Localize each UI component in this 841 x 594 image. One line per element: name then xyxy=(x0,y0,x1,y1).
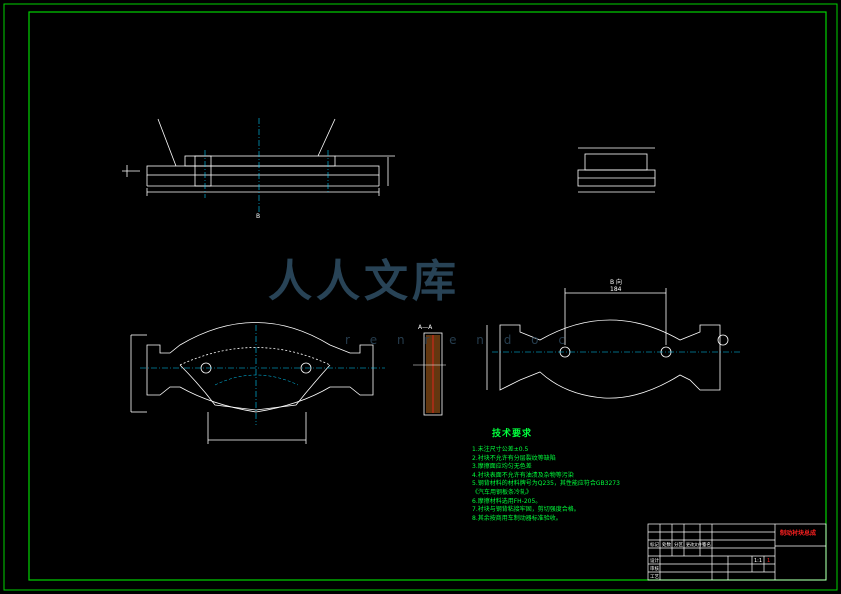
b-view-label: B 向 xyxy=(610,279,623,286)
notes-list: 1.未注尺寸公差±0.5 2.衬块不允许有分层裂纹等缺陷 3.摩擦面应均匀无色差… xyxy=(472,446,622,523)
tb-label-review: 审核 xyxy=(650,567,659,572)
watermark-text: 人人文库 xyxy=(268,256,460,307)
plan-arc-detail xyxy=(214,374,299,386)
tb-label-design: 设计 xyxy=(650,559,659,564)
scale-value: 1:1 xyxy=(754,558,763,564)
section-view xyxy=(413,332,446,416)
b-view-dim: 184 xyxy=(610,286,622,293)
note-item: 2.衬块不允许有分层裂纹等缺陷 xyxy=(472,454,556,462)
tb-label-sign: 签名 xyxy=(702,543,711,548)
tb-label-mark: 标记 xyxy=(650,543,659,548)
note-item: 6.摩擦材料选用FH-205。 xyxy=(472,497,542,505)
tb-label-count: 处数 xyxy=(662,543,671,548)
title-block-grid xyxy=(647,523,827,581)
sheet-number: 1 xyxy=(767,558,771,564)
tb-label-change: 更改文件号 xyxy=(686,542,706,547)
outer-frame xyxy=(3,3,838,591)
note-item: 5.钢背材料的材料牌号为Q235，其性能应符合GB3273《汽车用钢板条冷轧》 xyxy=(472,480,620,496)
top-view-ref: B xyxy=(256,213,261,220)
inner-frame xyxy=(28,11,827,581)
notes-title: 技术要求 xyxy=(492,429,533,439)
watermark-url: r e n r e n d o c xyxy=(345,333,573,347)
front-view xyxy=(122,118,395,196)
plan-view xyxy=(130,322,374,444)
note-item: 7.衬块与钢背粘接牢固，剪切强度合格。 xyxy=(472,506,580,514)
note-item: 3.摩擦面应均匀无色差 xyxy=(472,463,532,471)
tb-label-process: 工艺 xyxy=(650,575,659,580)
note-item: 8.其余按商用车制动器标准验收。 xyxy=(472,514,562,522)
note-item: 1.未注尺寸公差±0.5 xyxy=(472,446,529,453)
note-item: 4.衬块表面不允许有油渍及杂物等污染 xyxy=(472,471,574,479)
end-view xyxy=(577,147,656,193)
tb-label-zone: 分区 xyxy=(674,543,683,548)
part-name: 制动衬块总成 xyxy=(780,530,817,537)
section-label: A—A xyxy=(418,324,433,331)
